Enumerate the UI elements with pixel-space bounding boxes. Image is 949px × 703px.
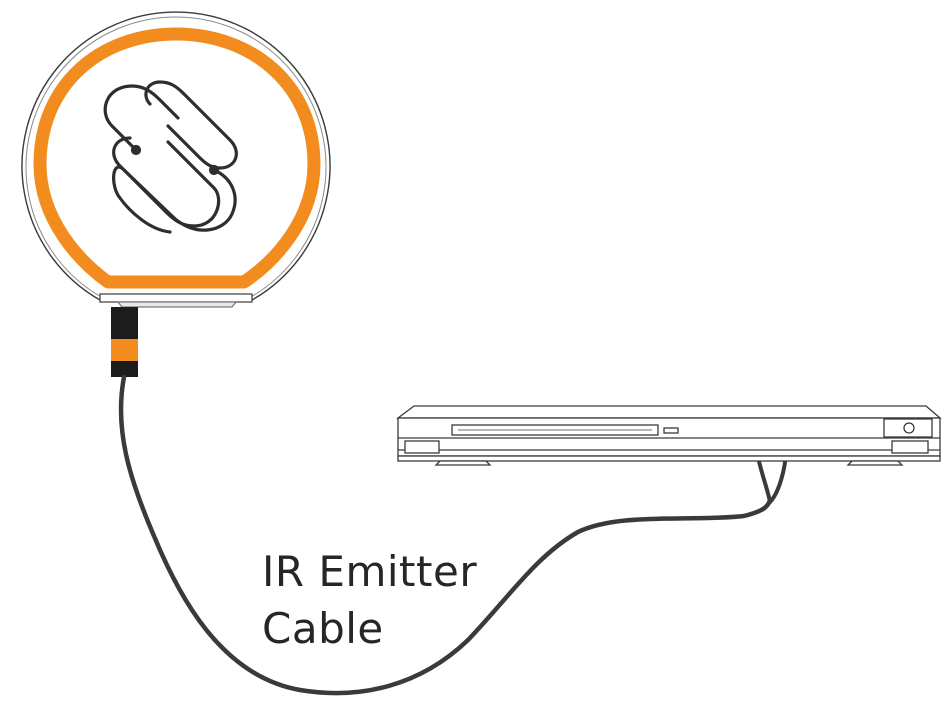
brand-logo-icon — [103, 80, 238, 234]
cable-label-line1: IR Emitter — [262, 547, 477, 596]
status-ring — [33, 27, 321, 289]
ir-emitter-cable — [118, 374, 773, 696]
hub-device-icon — [21, 11, 331, 308]
cable-plug — [111, 307, 138, 377]
cable-label-line2: Cable — [262, 604, 384, 653]
media-player-icon — [396, 405, 942, 466]
